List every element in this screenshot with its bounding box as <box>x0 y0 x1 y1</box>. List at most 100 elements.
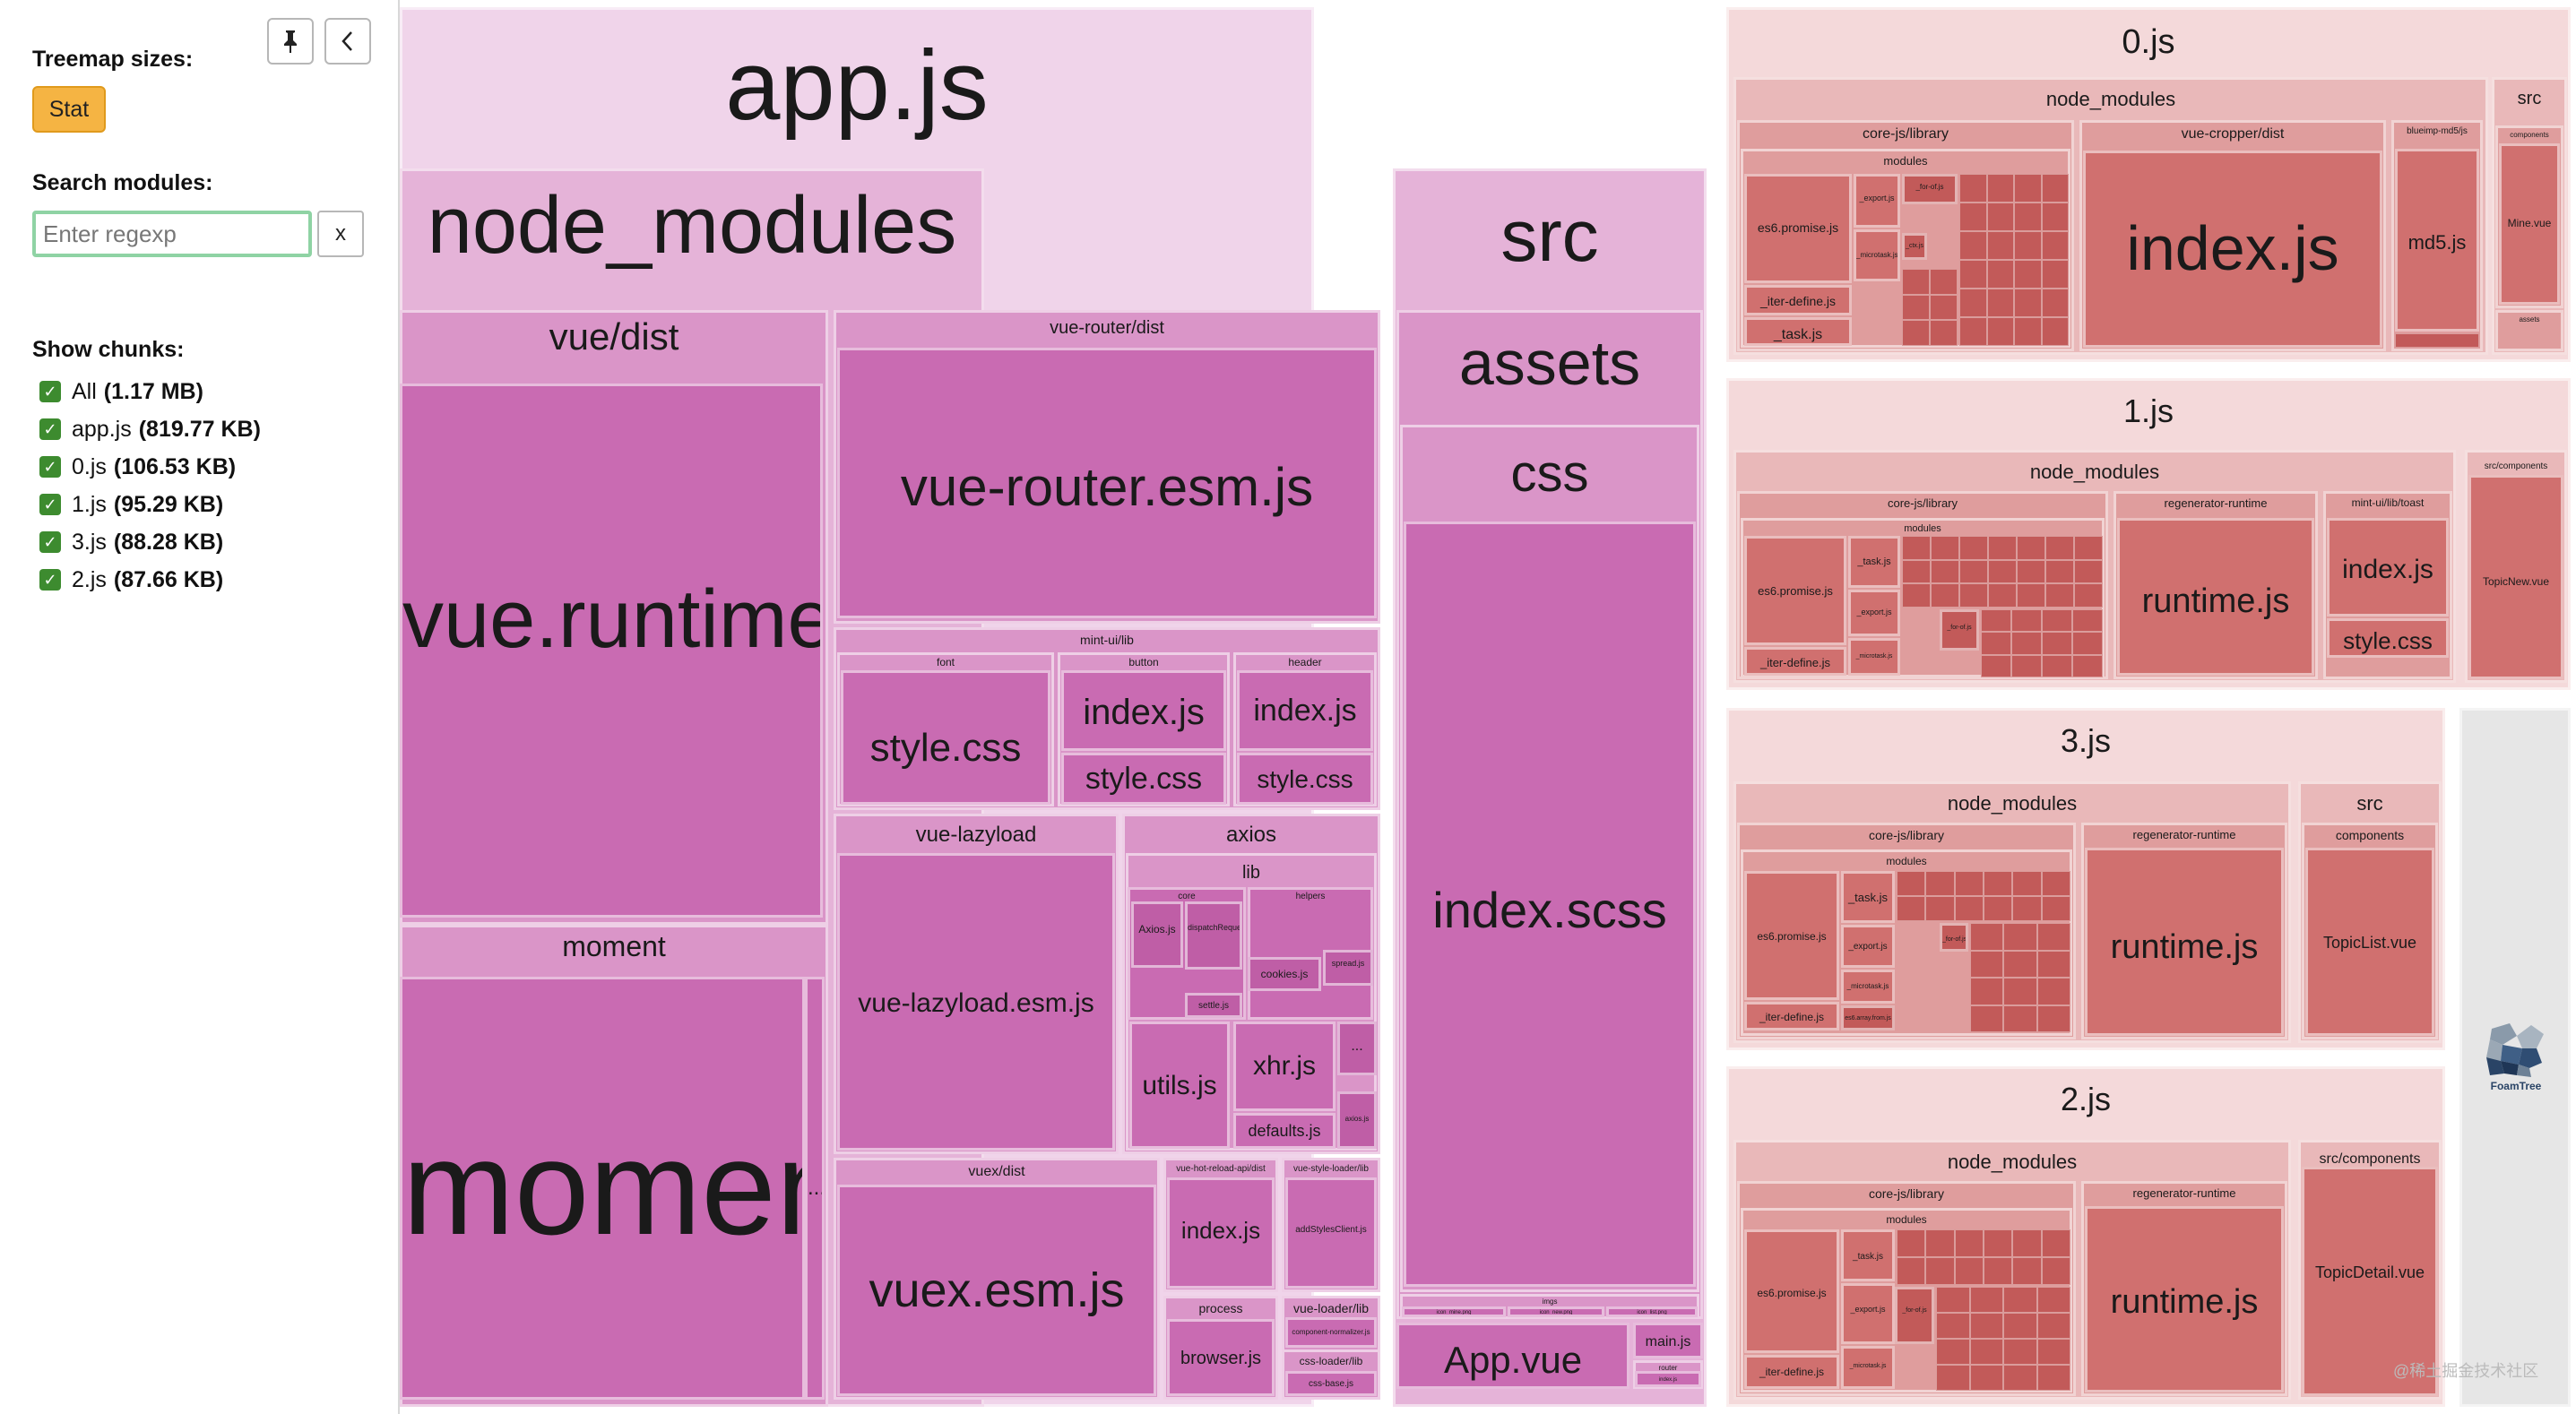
small-module-cell[interactable] <box>2012 1229 2042 1257</box>
defaults-module[interactable]: defaults.js <box>1233 1113 1336 1149</box>
component-normalizer-module[interactable]: component-normalizer.js <box>1285 1317 1377 1348</box>
c1-microtask-module[interactable]: _microtask.js <box>1848 638 1900 676</box>
axios-others[interactable]: ... <box>1337 1022 1377 1075</box>
spread-module[interactable]: spread.js <box>1323 950 1373 986</box>
font-style-module[interactable]: style.css <box>841 670 1050 805</box>
c1-runtime-module[interactable]: runtime.js <box>2117 518 2314 676</box>
clear-search-button[interactable]: x <box>317 211 364 257</box>
c1-task-module[interactable]: _task.js <box>1848 536 1900 588</box>
c2-microtask-module[interactable]: _microtask.js <box>1841 1346 1895 1389</box>
c3-iter-define-module[interactable]: _iter-define.js <box>1744 1002 1839 1030</box>
browser-module[interactable]: browser.js <box>1167 1319 1275 1396</box>
small-module-cell[interactable] <box>1988 536 2017 560</box>
c0-es6-promise-module[interactable]: es6.promise.js <box>1744 174 1852 283</box>
small-module-cell[interactable] <box>2036 1004 2070 1032</box>
small-module-cell[interactable] <box>1897 871 1926 896</box>
small-module-cell[interactable] <box>1931 559 1959 584</box>
c0-iter-define-module[interactable]: _iter-define.js <box>1744 285 1852 315</box>
checkbox[interactable]: ✓ <box>39 494 61 515</box>
small-module-cell[interactable] <box>2003 923 2037 951</box>
c2-for-of-module[interactable]: _for-of.js <box>1895 1287 1934 1344</box>
small-module-cell[interactable] <box>2041 1257 2070 1285</box>
c3-runtime-module[interactable]: runtime.js <box>2085 848 2284 1036</box>
small-module-cell[interactable] <box>2017 559 2045 584</box>
small-module-cell[interactable] <box>2003 1313 2037 1339</box>
button-index-module[interactable]: index.js <box>1061 670 1226 751</box>
small-module-cell[interactable] <box>2045 583 2074 608</box>
c1-es6-promise-module[interactable]: es6.promise.js <box>1744 536 1846 645</box>
small-module-cell[interactable] <box>1931 583 1959 608</box>
chunk-item[interactable]: ✓app.js(819.77 KB) <box>39 414 261 444</box>
small-module-cell[interactable] <box>1902 583 1931 608</box>
c1-topic-new-module[interactable]: TopicNew.vue <box>2468 475 2563 679</box>
c3-task-module[interactable]: _task.js <box>1841 871 1895 923</box>
checkbox[interactable]: ✓ <box>39 381 61 402</box>
chunk-item[interactable]: ✓2.js(87.66 KB) <box>39 565 223 595</box>
small-module-cell[interactable] <box>2072 654 2103 677</box>
c1-style-module[interactable]: style.css <box>2327 618 2449 658</box>
c0-md5-module[interactable]: md5.js <box>2395 149 2479 332</box>
c0-for-of-module[interactable]: _for-of.js <box>1902 174 1958 204</box>
small-module-cell[interactable] <box>2036 1339 2070 1365</box>
small-module-cell[interactable] <box>1988 583 2017 608</box>
small-module-cell[interactable] <box>2014 203 2042 231</box>
small-module-cell[interactable] <box>2036 950 2070 978</box>
c0-assets-folder[interactable]: assets <box>2495 310 2563 351</box>
small-module-cell[interactable] <box>2072 632 2103 655</box>
checkbox[interactable]: ✓ <box>39 418 61 440</box>
small-module-cell[interactable] <box>2036 978 2070 1005</box>
c3-export-module[interactable]: _export.js <box>1841 925 1895 968</box>
small-module-cell[interactable] <box>1930 320 1958 346</box>
small-module-cell[interactable] <box>2036 1287 2070 1313</box>
icon-new-module[interactable]: icon_new.png <box>1508 1306 1604 1317</box>
small-module-cell[interactable] <box>1970 978 2004 1005</box>
dispatch-request-module[interactable]: dispatchRequest.js <box>1185 901 1242 970</box>
small-module-cell[interactable] <box>2036 923 2070 951</box>
header-index-module[interactable]: index.js <box>1237 670 1373 751</box>
c2-topic-detail-module[interactable]: TopicDetail.vue <box>2302 1167 2438 1396</box>
small-module-cell[interactable] <box>2003 978 2037 1005</box>
small-module-cell[interactable] <box>2395 333 2479 348</box>
small-module-cell[interactable] <box>2012 871 2042 896</box>
vue-router-module[interactable]: vue-router.esm.js <box>837 348 1377 618</box>
small-module-cell[interactable] <box>1969 1339 2003 1365</box>
small-module-cell[interactable] <box>1970 1004 2004 1032</box>
small-module-cell[interactable] <box>1959 559 1988 584</box>
small-module-cell[interactable] <box>1981 632 2011 655</box>
small-module-cell[interactable] <box>1986 289 2014 317</box>
c3-array-from-module[interactable]: es6.array.from.js <box>1841 1005 1895 1030</box>
c3-topic-list-module[interactable]: TopicList.vue <box>2305 848 2434 1036</box>
small-module-cell[interactable] <box>1969 1287 2003 1313</box>
small-module-cell[interactable] <box>1959 317 1987 346</box>
small-module-cell[interactable] <box>1902 559 1931 584</box>
small-module-cell[interactable] <box>1981 654 2011 677</box>
c3-es6-promise-module[interactable]: es6.promise.js <box>1744 871 1839 1000</box>
moment-js-module[interactable]: moment.js <box>400 977 805 1400</box>
checkbox[interactable]: ✓ <box>39 456 61 478</box>
chunk-item[interactable]: ✓1.js(95.29 KB) <box>39 489 223 520</box>
c0-mine-vue-module[interactable]: Mine.vue <box>2499 143 2560 305</box>
app-vue-module[interactable]: App.vue <box>1396 1323 1629 1389</box>
c1-export-module[interactable]: _export.js <box>1848 590 1900 636</box>
small-module-cell[interactable] <box>1897 1229 1926 1257</box>
css-base-module[interactable]: css-base.js <box>1285 1371 1377 1396</box>
small-module-cell[interactable] <box>1902 269 1930 295</box>
small-module-cell[interactable] <box>1925 1229 1955 1257</box>
small-module-cell[interactable] <box>2074 583 2103 608</box>
small-module-cell[interactable] <box>2014 174 2042 203</box>
stat-size-button[interactable]: Stat <box>32 86 106 133</box>
small-module-cell[interactable] <box>1984 1229 2013 1257</box>
small-module-cell[interactable] <box>1936 1339 1970 1365</box>
small-module-cell[interactable] <box>2041 231 2069 260</box>
pin-button[interactable] <box>267 18 314 65</box>
small-module-cell[interactable] <box>1954 1229 1984 1257</box>
header-style-module[interactable]: style.css <box>1237 753 1373 805</box>
vuex-esm-module[interactable]: vuex.esm.js <box>837 1185 1156 1396</box>
small-module-cell[interactable] <box>2042 632 2072 655</box>
small-module-cell[interactable] <box>2014 289 2042 317</box>
small-module-cell[interactable] <box>1897 1257 1926 1285</box>
small-module-cell[interactable] <box>1959 231 1987 260</box>
small-module-cell[interactable] <box>1984 871 2013 896</box>
small-module-cell[interactable] <box>2041 203 2069 231</box>
